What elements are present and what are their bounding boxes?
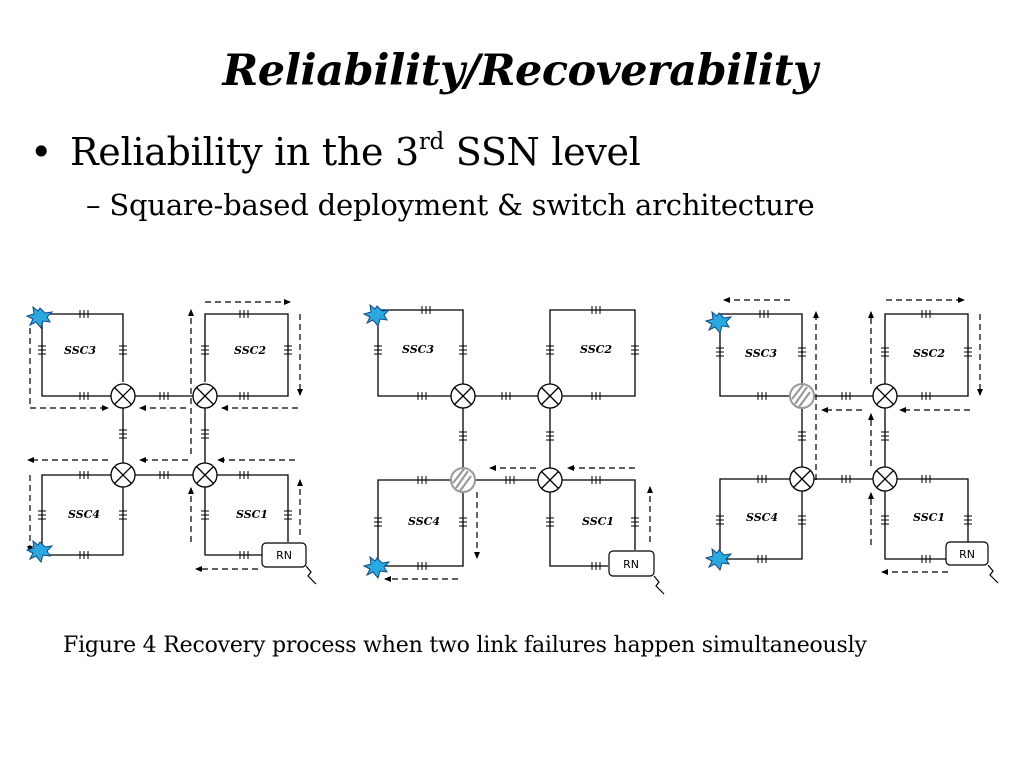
topology-lines xyxy=(41,313,289,556)
access-link-icon xyxy=(987,564,999,584)
faulty-optical-switch xyxy=(450,467,476,493)
rn-box xyxy=(945,541,989,566)
ssc1-label: SSC1 xyxy=(582,515,614,528)
link-failure-icon xyxy=(25,539,54,564)
slide-title: Reliability/Recoverability xyxy=(222,46,818,96)
rn-box xyxy=(261,542,307,568)
connector-ticks xyxy=(716,310,972,563)
recovery-path-arrows xyxy=(384,465,653,582)
bullet-text: Reliability in the 3 xyxy=(70,130,419,174)
optical-switch xyxy=(450,383,476,409)
ssc4-label: SSC4 xyxy=(68,508,100,521)
rn-label: RN xyxy=(623,558,639,571)
optical-switch xyxy=(110,462,136,488)
ssc4-label: SSC4 xyxy=(746,511,778,524)
recovery-path-arrows xyxy=(723,297,983,575)
figure-caption: Figure 4 Recovery process when two link … xyxy=(63,633,867,658)
ssc2-label: SSC2 xyxy=(913,347,945,360)
faulty-optical-switch xyxy=(789,383,815,409)
connector-ticks xyxy=(374,306,639,570)
diagram-panel-2: SSC3 SSC2 SSC4 SSC1 RN xyxy=(362,303,665,595)
optical-switch xyxy=(872,466,898,492)
sub-bullet-deployment: – Square-based deployment & switch archi… xyxy=(86,188,815,222)
rn-label: RN xyxy=(959,548,975,561)
rn-label: RN xyxy=(276,549,292,562)
bullet-text-end: SSN level xyxy=(443,130,641,174)
recovery-diagrams: SSC3 SSC2 SSC4 SSC1 RN xyxy=(25,297,999,595)
bullet-reliability-level: • Reliability in the 3rd SSN level xyxy=(30,130,641,174)
ssc3-label: SSC3 xyxy=(64,344,96,357)
optical-switch xyxy=(789,466,815,492)
link-failure-icon xyxy=(362,555,391,580)
connector-ticks xyxy=(38,310,292,559)
optical-switch xyxy=(537,467,563,493)
access-link-icon xyxy=(305,565,317,585)
ssc4-label: SSC4 xyxy=(408,515,440,528)
link-failure-icon xyxy=(362,303,391,328)
access-link-icon xyxy=(653,575,665,595)
rn-box xyxy=(608,550,655,577)
bullet-superscript: rd xyxy=(418,129,444,155)
recovery-path-arrows xyxy=(27,299,303,572)
ssc3-label: SSC3 xyxy=(745,347,777,360)
optical-switch xyxy=(537,383,563,409)
diagram-panel-1: SSC3 SSC2 SSC4 SSC1 RN xyxy=(25,299,317,585)
ssc2-label: SSC2 xyxy=(234,344,266,357)
ssc2-label: SSC2 xyxy=(580,343,612,356)
link-failure-icon xyxy=(25,305,54,330)
bullet-dot: • xyxy=(30,130,53,174)
ssc3-label: SSC3 xyxy=(402,343,434,356)
optical-switch xyxy=(110,383,136,409)
ssc1-label: SSC1 xyxy=(913,511,945,524)
diagram-panel-3: SSC3 SSC2 SSC4 SSC1 RN xyxy=(704,297,999,584)
optical-switch xyxy=(192,383,218,409)
dashed-arrow xyxy=(29,328,109,411)
topology-lines xyxy=(377,309,636,567)
optical-switch xyxy=(192,462,218,488)
optical-switch xyxy=(872,383,898,409)
ssc1-label: SSC1 xyxy=(236,508,268,521)
link-failure-icon xyxy=(704,547,733,572)
link-failure-icon xyxy=(704,310,733,335)
